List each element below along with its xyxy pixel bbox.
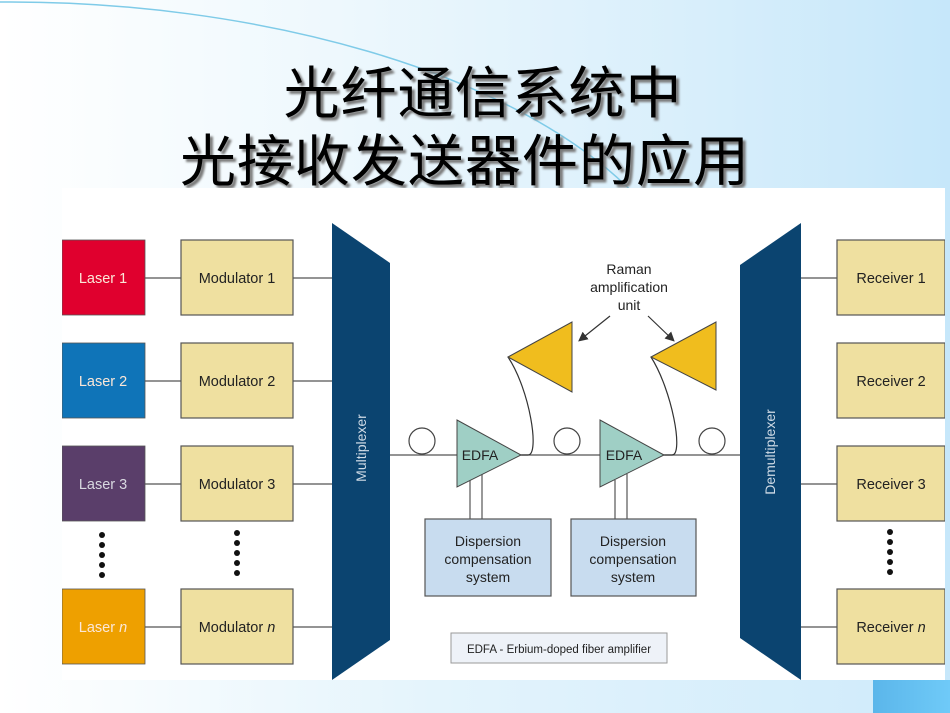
fiber-spool-icon (698, 427, 726, 455)
modulator-label: Modulator 1 (199, 271, 276, 287)
dispersion-compensation-box-2: Dispersion compensation system (570, 518, 697, 597)
svg-text:Raman: Raman (606, 261, 651, 277)
receiver-4: Receiver n (836, 588, 946, 665)
bottom-band (0, 680, 873, 713)
legend-text: EDFA - Erbium-doped fiber amplifier (467, 644, 651, 656)
dispersion-compensation-box-1: Dispersion compensation system (424, 518, 552, 597)
laser-label: Laser n (79, 620, 127, 636)
modulator-label: Modulator n (199, 620, 276, 636)
laser-4: Laser n (61, 588, 146, 665)
svg-text:amplification: amplification (590, 279, 668, 295)
fiber-spool-icon (553, 427, 581, 455)
ellipsis-dots (99, 529, 893, 578)
svg-text:system: system (466, 569, 510, 585)
laser-1: Laser 1 (61, 239, 146, 316)
modulator-4: Modulator n (180, 588, 294, 665)
receiver-label: Receiver n (856, 620, 925, 636)
multiplexer: Multiplexer (332, 223, 390, 680)
left-connectors (145, 277, 332, 628)
edfa-amplifier-2: EDFA (599, 419, 666, 488)
modulator-2: Modulator 2 (180, 342, 294, 419)
svg-text:system: system (611, 569, 655, 585)
svg-text:compensation: compensation (589, 551, 676, 567)
corner-accent-block (873, 680, 950, 713)
receiver-1: Receiver 1 (836, 239, 946, 316)
raman-amplifier-1 (506, 321, 573, 393)
wdm-diagram-figure: Laser 1 Laser 2 Laser 3 Laser n Modulator 1… (61, 188, 946, 680)
svg-text:compensation: compensation (444, 551, 531, 567)
receiver-label: Receiver 2 (856, 374, 925, 390)
edfa-amplifier-1: EDFA (456, 419, 523, 488)
modulator-label: Modulator 3 (199, 477, 276, 493)
laser-label: Laser 1 (79, 271, 127, 287)
modulator-label: Modulator 2 (199, 374, 276, 390)
edfa-label: EDFA (606, 447, 643, 463)
legend-box: EDFA - Erbium-doped fiber amplifier (450, 632, 668, 664)
svg-text:Dispersion: Dispersion (600, 533, 666, 549)
fiber-spool-icon (408, 427, 436, 455)
fiber-spools (408, 427, 726, 455)
dcs-connectors (469, 474, 628, 519)
svg-text:Dispersion: Dispersion (455, 533, 521, 549)
laser-3: Laser 3 (61, 445, 146, 522)
edfa-label: EDFA (462, 447, 499, 463)
slide-title-line-1: 光纤通信系统中 (283, 62, 683, 127)
modulator-1: Modulator 1 (180, 239, 294, 316)
laser-label: Laser 3 (79, 477, 127, 493)
right-connectors (801, 277, 837, 628)
svg-text:unit: unit (618, 297, 641, 313)
raman-feed-lines (507, 356, 678, 456)
demultiplexer-label: Demultiplexer (762, 409, 778, 495)
raman-label: Raman amplification unit (578, 261, 675, 342)
multiplexer-label: Multiplexer (353, 414, 369, 482)
laser-label: Laser 2 (79, 374, 127, 390)
demultiplexer: Demultiplexer (740, 223, 801, 680)
receiver-label: Receiver 1 (856, 271, 925, 287)
wdm-diagram: Laser 1 Laser 2 Laser 3 Laser n Modulator 1… (61, 223, 946, 680)
slide-title-line-2: 光接收发送器件的应用 (180, 130, 750, 195)
modulator-3: Modulator 3 (180, 445, 294, 522)
receiver-label: Receiver 3 (856, 477, 925, 493)
receiver-3: Receiver 3 (836, 445, 946, 522)
raman-amplifier-2 (649, 321, 717, 391)
raman-arrow-right (647, 315, 675, 342)
raman-arrow-left (578, 315, 611, 342)
laser-2: Laser 2 (61, 342, 146, 419)
receiver-2: Receiver 2 (836, 342, 946, 419)
